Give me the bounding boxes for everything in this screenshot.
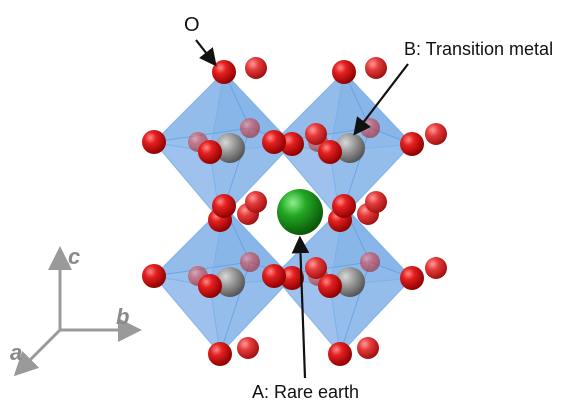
oxygen-atom	[318, 274, 342, 298]
transition-metal-pointer-arrow	[353, 63, 409, 136]
oxygen-atom	[245, 191, 267, 213]
oxygen-atom	[328, 342, 352, 366]
oxygen-atom	[142, 130, 166, 154]
oxygen-atom	[365, 57, 387, 79]
oxygen-atom	[425, 257, 447, 279]
transition-metal-atom	[215, 267, 245, 297]
a-axis-label: a	[10, 340, 23, 365]
oxygen-atom	[360, 252, 380, 272]
oxygen-atom	[400, 266, 424, 290]
rare-earth-atom	[277, 189, 323, 235]
oxygen-atom	[332, 194, 356, 218]
transition-metal-atom	[215, 133, 245, 163]
oxygen-pointer-arrow	[195, 39, 217, 67]
oxygen-atom	[365, 191, 387, 213]
transition-metal-label: B: Transition metal	[404, 39, 554, 59]
octahedron-face	[329, 277, 414, 356]
rare-earth-label: A: Rare earth	[252, 382, 360, 402]
oxygen-atom	[142, 264, 166, 288]
rare-earth-pointer-arrow	[291, 235, 310, 379]
oxygen-atom	[425, 123, 447, 145]
oxygen-atom	[240, 118, 260, 138]
oxygen-atom	[198, 274, 222, 298]
oxygen-atom	[318, 140, 342, 164]
transition-metal-atom	[335, 267, 365, 297]
oxygen-atom	[280, 132, 304, 156]
oxygen-atom	[240, 252, 260, 272]
oxygen-atom	[208, 342, 232, 366]
oxygen-atom	[357, 337, 379, 359]
transition-metal-atoms	[215, 133, 365, 297]
oxygen-label: O	[184, 14, 200, 36]
oxygen-atom	[245, 57, 267, 79]
octahedron-face	[209, 277, 294, 356]
oxygen-atom	[212, 60, 236, 84]
oxygen-atom	[305, 257, 327, 279]
axis-triad	[13, 246, 142, 377]
oxygen-atom	[262, 264, 286, 288]
oxygen-atom	[237, 337, 259, 359]
oxygen-atoms	[142, 57, 447, 366]
oxygen-atom	[262, 130, 286, 154]
transition-metal-atom	[335, 133, 365, 163]
b-axis-label: b	[116, 304, 130, 329]
oxygen-atom	[400, 132, 424, 156]
oxygen-atom	[332, 60, 356, 84]
oxygen-atom	[280, 266, 304, 290]
a-axis-line	[13, 328, 62, 377]
oxygen-atom	[360, 118, 380, 138]
c-axis-label: c	[68, 244, 81, 269]
oxygen-atom	[198, 140, 222, 164]
oxygen-atom	[305, 123, 327, 145]
oxygen-atom	[212, 194, 236, 218]
